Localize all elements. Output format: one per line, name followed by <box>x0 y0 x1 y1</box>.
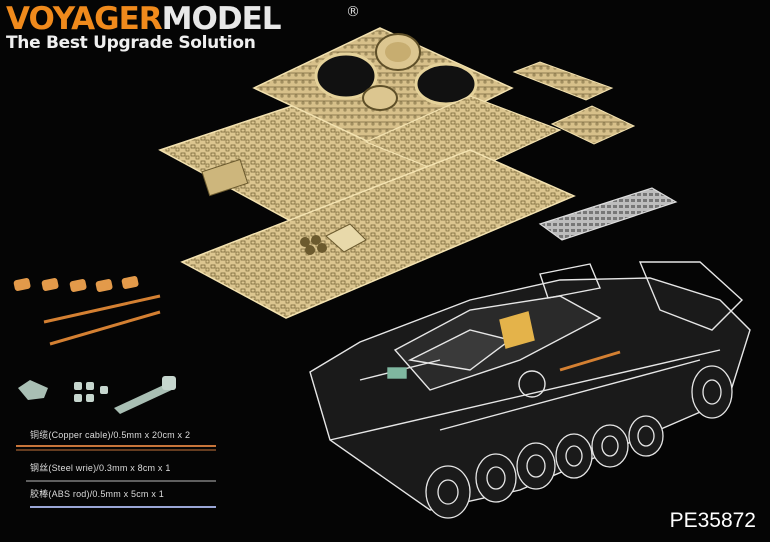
photo-etch-fret-long <box>180 149 576 319</box>
wire-samples <box>16 445 216 508</box>
brand-logo: VOYAGERMODEL <box>6 1 282 37</box>
photo-etch-fret-small <box>364 61 636 179</box>
brand-name-part1: VOYAGER <box>6 1 163 37</box>
turned-brass-antennas <box>43 294 161 346</box>
tank-road-wheels <box>425 365 733 519</box>
track-link-strip <box>538 187 678 241</box>
brand-name-part2: MODEL <box>161 1 282 37</box>
abs-rod-label: 胶棒(ABS rod)/0.5mm x 5cm x 1 <box>30 489 164 499</box>
brand-tagline: The Best Upgrade Solution <box>6 33 256 53</box>
product-code: PE35872 <box>669 509 756 532</box>
registered-mark: ® <box>346 4 360 20</box>
resin-jerrycans <box>13 276 139 292</box>
turned-metal-parts <box>18 376 176 414</box>
tank-model-drawing <box>309 261 751 511</box>
copper-cable-label: 铜缆(Copper cable)/0.5mm x 20cm x 2 <box>30 430 191 440</box>
steel-wire-label: 钢丝(Steel wrie)/0.3mm x 8cm x 1 <box>30 463 171 473</box>
